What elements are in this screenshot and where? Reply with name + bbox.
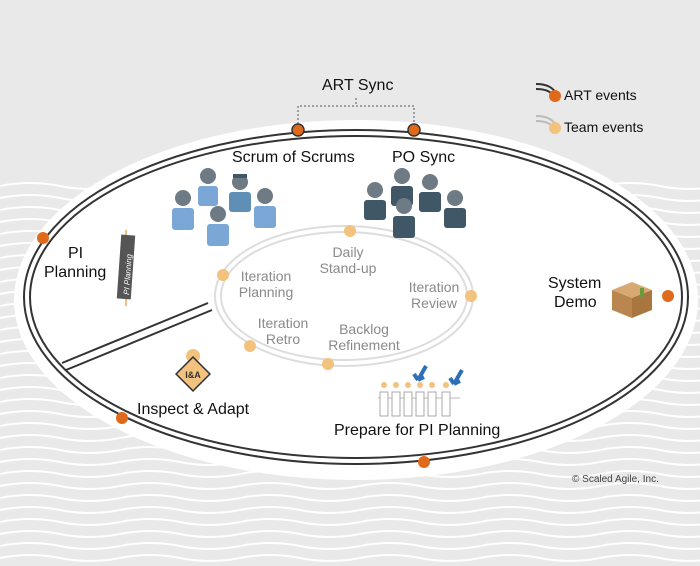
art-track-inner (29, 135, 683, 459)
prepare-pi-planning-label: Prepare for PI Planning (334, 422, 501, 439)
po-sync-people-icon (364, 168, 466, 238)
art-sync-label: ART Sync (322, 77, 394, 94)
scrum-of-scrums-label: Scrum of Scrums (232, 149, 355, 166)
iteration-review-label: Iteration Review (404, 279, 464, 311)
art-event-dots (37, 123, 674, 468)
iteration-retro-label: Iteration Retro (252, 315, 314, 347)
iteration-planning-label: Iteration Planning (234, 268, 298, 300)
iter-planning-line1: Iteration (240, 268, 292, 284)
team-dot-iteration-planning (217, 269, 229, 281)
backlog-line1: Backlog (339, 321, 389, 337)
team-dot-iteration-retro (244, 340, 256, 352)
legend-team-icon (535, 115, 561, 134)
scrum-of-scrums-people-icon (172, 168, 276, 246)
art-dot-inspect-adapt (116, 412, 128, 424)
pi-planning-label-line1: PI (68, 245, 84, 262)
legend-art-events: ART events (564, 87, 637, 103)
iter-planning-line2: Planning (238, 284, 294, 301)
art-dot-system-demo (662, 290, 674, 302)
daily-standup-label: Daily Stand-up (318, 244, 378, 276)
banner-text: PI Planning (122, 253, 134, 295)
system-demo-box-icon (612, 282, 652, 318)
backlog-line2: Refinement (328, 337, 400, 354)
iter-retro-line2: Retro (265, 331, 301, 348)
po-sync-label: PO Sync (392, 149, 456, 166)
connector-line-a (61, 302, 209, 364)
iter-retro-line1: Iteration (257, 315, 309, 331)
prepare-pi-board-icon (378, 365, 464, 417)
iter-review-line1: Iteration (408, 279, 460, 295)
art-dot-po-sync (407, 123, 421, 137)
art-dot-prepare-pi (418, 456, 430, 468)
art-track-outer (23, 129, 689, 465)
badge-text: I&A (185, 370, 201, 380)
art-sync-bracket (297, 105, 415, 128)
system-demo-label-line2: Demo (554, 294, 597, 311)
team-dot-backlog (322, 358, 334, 370)
pi-planning-label-line2: Planning (44, 264, 107, 281)
inspect-adapt-label: Inspect & Adapt (137, 401, 250, 418)
daily-line2: Stand-up (319, 260, 377, 277)
connector-line-b (65, 309, 213, 371)
team-event-dots (217, 225, 477, 370)
daily-line1: Daily (332, 244, 364, 260)
team-dot-daily (344, 225, 356, 237)
backlog-refinement-label: Backlog Refinement (325, 321, 403, 353)
pi-planning-banner-icon: PI Planning (116, 230, 136, 306)
copyright: © Scaled Agile, Inc. (572, 474, 659, 485)
art-dot-pi-planning (37, 232, 49, 244)
legend-team-events: Team events (564, 119, 644, 135)
system-demo-label-line1: System (548, 275, 602, 292)
art-dot-scrum-of-scrums (291, 123, 305, 137)
iter-review-line2: Review (411, 295, 457, 312)
legend-art-icon (535, 83, 561, 102)
team-dot-iteration-review (465, 290, 477, 302)
inspect-adapt-badge-icon: I&A (174, 349, 212, 393)
